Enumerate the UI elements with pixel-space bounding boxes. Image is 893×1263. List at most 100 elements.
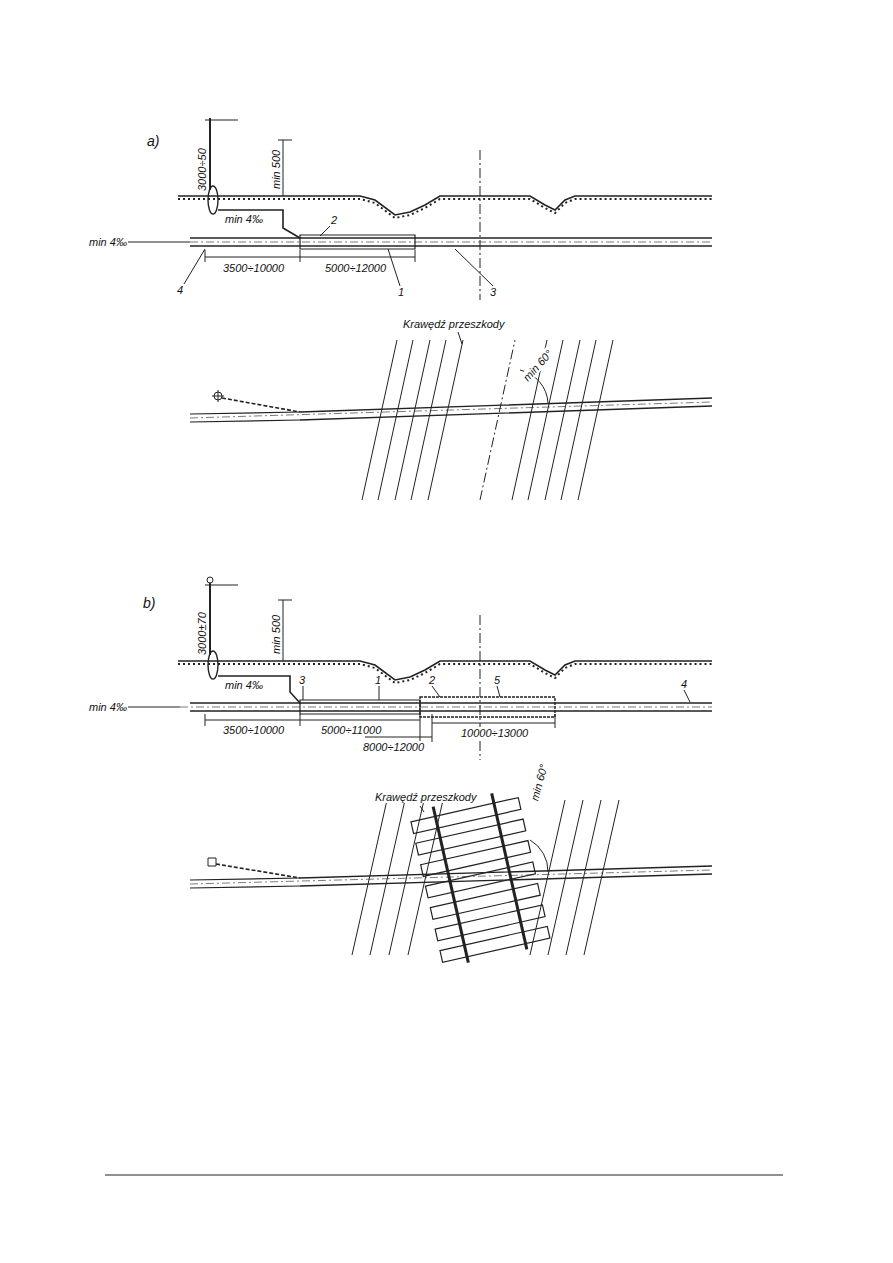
pipe — [190, 702, 712, 703]
track-lines — [545, 340, 580, 500]
dimension-label: 8000÷12000 — [362, 741, 425, 753]
track-with-sleepers — [430, 883, 540, 919]
profile-a — [128, 118, 712, 300]
pipe-axis — [190, 402, 712, 418]
dimension-label: 10000÷13000 — [460, 727, 529, 739]
dimension-line — [432, 723, 555, 724]
dimension-label: Krawędź przeszkody — [402, 318, 506, 330]
protective-pipe — [300, 700, 420, 714]
pipe — [190, 245, 712, 246]
leader-line — [320, 226, 330, 236]
pipe — [190, 237, 712, 238]
dimension-label: min 500 — [270, 149, 282, 190]
leader-line — [458, 332, 462, 344]
track-with-sleepers — [435, 905, 545, 941]
track-with-sleepers — [416, 819, 526, 855]
dimension-label: a) — [146, 134, 160, 149]
dimension-label: 3500÷10000 — [222, 724, 285, 736]
dimension-tick — [555, 714, 556, 728]
pipe — [190, 710, 712, 711]
track-lines — [411, 340, 446, 500]
leader-line — [432, 686, 440, 697]
leader-line — [388, 249, 400, 286]
dimension-label: min 500 — [270, 614, 282, 655]
protective-pipe — [420, 697, 555, 717]
dimension-label: b) — [142, 596, 156, 611]
drain-connection — [216, 864, 300, 878]
leader-line — [684, 690, 690, 702]
dimension-label: 5000÷12000 — [324, 262, 387, 274]
center-line — [480, 340, 515, 500]
profile-b — [128, 577, 712, 760]
plan-a — [190, 332, 712, 500]
dimension-line — [283, 600, 284, 661]
dimension-tick — [278, 140, 292, 141]
center-line — [480, 150, 481, 300]
track-lines — [370, 800, 405, 955]
track-lines — [395, 340, 430, 500]
callout-number: 4 — [176, 284, 184, 296]
pipe-plan — [300, 866, 712, 886]
pipe-axis — [190, 870, 712, 884]
leader-line — [128, 242, 190, 243]
dimension-line — [205, 720, 420, 721]
track-lines — [578, 340, 613, 500]
pipe-plan — [300, 398, 712, 420]
dimension-label: min 60° — [528, 762, 550, 803]
dimension-line — [283, 140, 284, 196]
leader-line — [497, 686, 500, 697]
dimension-tick — [205, 250, 206, 262]
drain-connection — [222, 398, 300, 412]
protective-pipe — [300, 235, 415, 249]
dimension-label: 3000÷50 — [196, 147, 208, 192]
dimension-label: min 60° — [520, 347, 555, 384]
callout-number: 4 — [680, 678, 688, 690]
leader-line — [455, 249, 493, 286]
dimension-label: 5000÷11000 — [320, 724, 382, 736]
page-rule — [105, 1175, 783, 1176]
dimension-tick — [205, 714, 206, 726]
dimension-label: 3500÷10000 — [222, 262, 285, 274]
dimension-label: min 4‰ — [88, 236, 128, 248]
callout-number: 5 — [493, 674, 501, 686]
post — [209, 583, 211, 655]
track-lines — [561, 340, 596, 500]
dimension-tick — [205, 585, 238, 586]
track-with-sleepers — [421, 841, 531, 877]
callout-number: 2 — [428, 674, 436, 686]
dimension-tick — [300, 714, 301, 726]
callout-number: 2 — [330, 214, 338, 226]
dimension-tick — [300, 250, 301, 262]
dimension-label: Krawędź przeszkody — [374, 791, 478, 803]
dimension-label: min 4‰ — [224, 213, 264, 225]
post-head — [207, 577, 213, 583]
callout-number: 1 — [397, 286, 405, 298]
dimension-tick — [432, 714, 433, 742]
dimension-tick — [205, 120, 238, 121]
dimension-line — [205, 257, 415, 258]
track-with-sleepers — [411, 798, 521, 834]
leader-line — [379, 686, 380, 700]
plan-b — [190, 788, 712, 968]
post-symbol — [208, 858, 216, 866]
dimension-tick — [415, 250, 416, 262]
dimension-label: min 4‰ — [224, 679, 264, 691]
pipe-axis — [180, 707, 712, 708]
dimension-tick — [278, 600, 292, 601]
track-with-sleepers — [433, 807, 468, 963]
pipe-axis — [190, 242, 712, 243]
drain-pipe-plan — [190, 878, 300, 888]
callout-number: 3 — [298, 674, 306, 686]
post-base — [208, 186, 218, 214]
angle-arc — [530, 840, 548, 872]
post — [209, 118, 211, 190]
drain-connection — [218, 210, 300, 238]
post-base — [208, 651, 218, 679]
drain-connection — [218, 676, 300, 703]
track-lines — [378, 340, 413, 500]
track-lines — [352, 800, 387, 955]
track-lines — [530, 800, 565, 955]
dimension-label: 3000±70 — [196, 611, 208, 656]
track-lines — [362, 340, 397, 500]
